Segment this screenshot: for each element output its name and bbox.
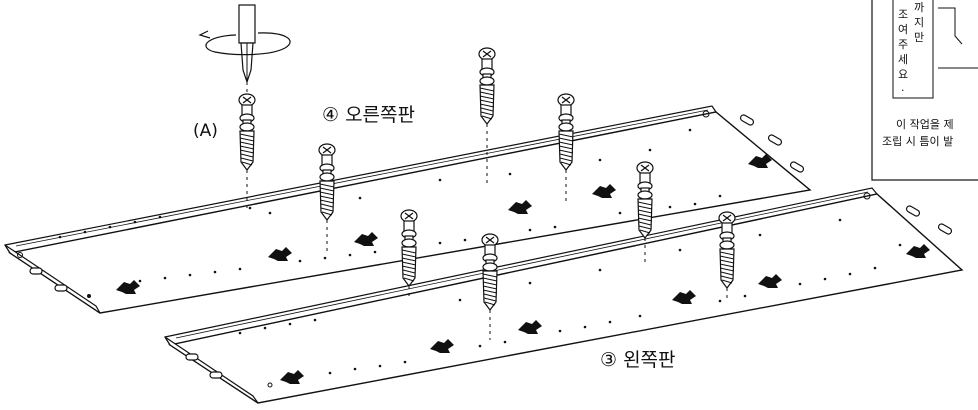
screw bbox=[400, 209, 418, 300]
cam-lock-icon bbox=[518, 320, 542, 334]
screwdriver-icon bbox=[238, 4, 256, 96]
cam-lock-icon bbox=[906, 244, 930, 258]
cam-lock-icon bbox=[592, 184, 616, 198]
note-col1-char: 요 bbox=[898, 68, 908, 81]
screw bbox=[718, 211, 736, 300]
cam-lock-icon bbox=[280, 370, 304, 384]
note-col1-char: . bbox=[901, 81, 905, 94]
cam-lock-icon bbox=[672, 290, 696, 304]
dowel-pins bbox=[29, 114, 953, 379]
cam-locks bbox=[116, 154, 930, 384]
left-panel bbox=[164, 187, 964, 404]
hole-row-right bbox=[58, 128, 722, 283]
note-line-1: 이 작업을 제 bbox=[896, 118, 954, 131]
screw bbox=[318, 143, 336, 252]
note-line-2: 조립 시 틈이 발 bbox=[882, 135, 953, 148]
screw bbox=[478, 47, 496, 185]
note-col2-char: 까 bbox=[914, 1, 924, 14]
cam-lock-icon bbox=[268, 247, 292, 261]
screw-label: (A) bbox=[193, 121, 218, 141]
note-box: 조 여 주 세 요 . 까 지 만 이 작업을 제 조립 시 틈이 발 bbox=[871, 0, 978, 181]
note-col2-char: 지 bbox=[914, 16, 924, 29]
cam-lock-icon bbox=[508, 200, 532, 214]
note-col1-char: 여 bbox=[898, 23, 908, 36]
cam-lock-icon bbox=[116, 280, 140, 294]
right-panel-label: ④ 오른쪽판 bbox=[322, 104, 415, 126]
left-panel-label: ③ 왼쪽판 bbox=[600, 349, 676, 371]
screw-a bbox=[238, 93, 256, 210]
screw bbox=[481, 233, 499, 340]
note-col2-char: 만 bbox=[914, 31, 924, 44]
cam-lock-icon bbox=[758, 274, 782, 288]
note-col1-char: 조 bbox=[898, 8, 908, 21]
cam-lock-icon bbox=[430, 339, 454, 353]
cam-lock-icon bbox=[354, 232, 378, 246]
note-col1-char: 주 bbox=[898, 38, 908, 51]
screw bbox=[557, 93, 575, 205]
hole-row-left bbox=[238, 218, 902, 375]
screws bbox=[238, 47, 736, 340]
note-col1-char: 세 bbox=[898, 53, 908, 66]
cam-lock-icon bbox=[748, 154, 772, 168]
rotation-arrow-icon bbox=[198, 30, 291, 56]
